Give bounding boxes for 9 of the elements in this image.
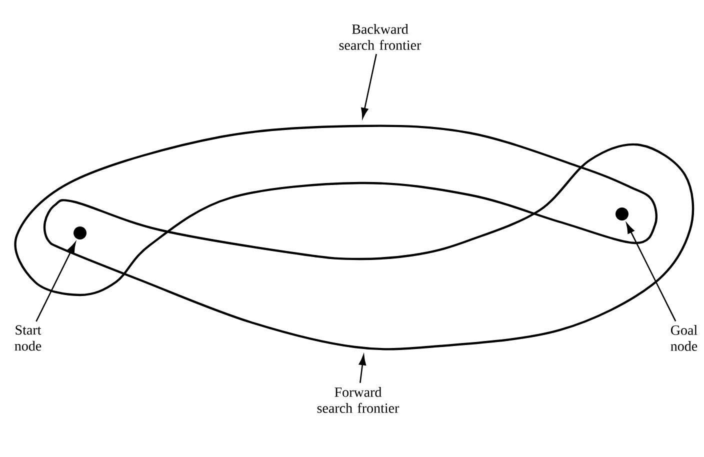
label: Goal node [670, 325, 698, 351]
leader-arrow [361, 54, 377, 118]
label: Start node [14, 325, 42, 351]
leader-arrow [358, 354, 366, 383]
label: Backward search frontier [339, 24, 422, 50]
frontier-curve [14, 124, 658, 296]
leader-arrow [36, 242, 76, 322]
label: Forward search frontier [317, 387, 400, 413]
leader-arrow [626, 223, 676, 322]
